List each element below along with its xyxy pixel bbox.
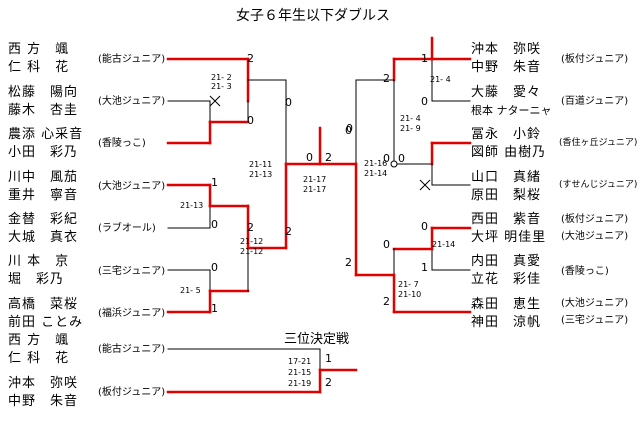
left-team-1-player-1: 西 方 颯 xyxy=(8,42,70,57)
right-team-4-club: (すせんじジュニア) xyxy=(559,180,638,190)
left-team-6-player-1: 川 本 京 xyxy=(8,254,70,269)
third-place-team-2-club: (板付ジュニア) xyxy=(98,387,166,398)
result-r-r1b: 0 xyxy=(383,152,390,165)
score-r5: 21- 7 21-10 xyxy=(398,280,422,299)
right-team-1-player-2: 中野 朱音 xyxy=(471,60,542,75)
left-team-2-club: (大池ジュニア) xyxy=(98,96,166,107)
result-l-r1c-bot: 1 xyxy=(211,302,218,315)
right-team-2-player-1: 大藤 愛々 xyxy=(471,85,542,100)
node-circle-icon-1 xyxy=(390,160,398,168)
right-team-5-club: (板付ジュニア) xyxy=(561,214,629,225)
result-r-r2a-bot: 0 xyxy=(398,152,405,165)
result-r-r2b-top: 0 xyxy=(383,238,390,251)
result-l-r1a-top: 2 xyxy=(247,52,254,65)
result-r-r1a-bot: 0 xyxy=(421,95,428,108)
right-team-3-club: (香住ヶ丘ジュニア) xyxy=(559,138,638,148)
result-third-bot: 2 xyxy=(325,376,332,389)
right-team-6-player-1: 内田 真愛 xyxy=(471,254,542,269)
score-final: 21-17 21-17 xyxy=(303,175,327,194)
left-team-2-player-2: 藤木 杏圭 xyxy=(8,103,79,118)
left-team-5-club: (ラブオール) xyxy=(98,223,156,234)
right-team-1-player-1: 沖本 弥咲 xyxy=(471,42,542,57)
left-team-5-player-2: 大城 真衣 xyxy=(8,230,79,245)
left-team-3-club: (香陵っこ) xyxy=(98,138,146,149)
left-team-4-player-1: 川中 風茄 xyxy=(8,170,79,185)
walkover-cross-icon-2 xyxy=(419,179,431,191)
left-team-1-player-2: 仁 科 花 xyxy=(8,60,70,75)
left-team-6-player-2: 堀 彩乃 xyxy=(8,272,65,287)
right-team-6-club: (香陵っこ) xyxy=(561,266,609,277)
score-l4: 21-12 21-12 xyxy=(240,237,264,256)
left-team-4-player-2: 重井 寧音 xyxy=(8,188,79,203)
right-team-2-club: (百道ジュニア) xyxy=(561,96,629,107)
result-final-left: 2 xyxy=(325,151,332,164)
bracket-lines xyxy=(166,36,472,394)
walkover-cross-icon-1 xyxy=(209,95,221,107)
right-team-5-player-1: 西田 紫音 xyxy=(471,212,542,227)
right-team-2-player-2: 根本 ナターニャ xyxy=(471,104,552,117)
result-r-r1c-top: 0 xyxy=(421,220,428,233)
left-team-5-player-1: 金替 彩紀 xyxy=(8,212,79,227)
left-team-6-club: (三宅ジュニア) xyxy=(98,266,166,277)
result-r-sf-top: 0 xyxy=(345,124,352,137)
score-third: 17-21 21-15 21-19 xyxy=(288,357,312,388)
result-r-r1c-bot: 1 xyxy=(421,261,428,274)
score-r3: 21-16 21-14 xyxy=(364,159,388,178)
right-team-5-club-2: (大池ジュニア) xyxy=(561,231,629,242)
right-team-4-player-1: 山口 真緒 xyxy=(471,170,542,185)
left-team-7-club: (福浜ジュニア) xyxy=(98,308,166,319)
score-l2: 21-13 xyxy=(180,201,204,210)
third-place-team-2-player-1: 沖本 弥咲 xyxy=(8,376,79,391)
score-r1: 21- 4 xyxy=(430,75,451,84)
result-r-sf-bot: 2 xyxy=(345,256,352,269)
third-place-team-1-player-2: 仁 科 花 xyxy=(8,351,70,366)
right-team-1-club: (板付ジュニア) xyxy=(561,54,629,65)
result-l-r1c-top: 0 xyxy=(211,261,218,274)
left-team-2-player-1: 松藤 陽向 xyxy=(8,85,79,100)
right-team-3-player-2: 図師 由樹乃 xyxy=(471,145,547,160)
result-l-r1a-bot: 0 xyxy=(247,114,254,127)
left-team-7-player-1: 高橋 菜桜 xyxy=(8,297,79,312)
score-r4: 21-14 xyxy=(432,240,456,249)
left-team-3-player-2: 小田 彩乃 xyxy=(8,145,79,160)
score-l1: 21- 2 21- 3 xyxy=(211,73,232,91)
result-r-r2a-top: 2 xyxy=(383,72,390,85)
score-l5: 21-11 21-13 xyxy=(249,160,273,179)
result-third-top: 1 xyxy=(325,352,332,365)
left-team-4-club: (大池ジュニア) xyxy=(98,181,166,192)
result-l-r2b-top: 2 xyxy=(247,221,254,234)
result-final-right: 0 xyxy=(346,122,353,135)
score-l3: 21- 5 xyxy=(180,286,201,295)
page-title: 女子６年生以下ダブルス xyxy=(236,8,390,24)
left-team-3-player-1: 農添 心采音 xyxy=(8,127,84,142)
third-place-team-2-player-2: 中野 朱音 xyxy=(8,394,79,409)
result-l-r2a-bot: 2 xyxy=(285,225,292,238)
result-r-r2b-bot: 2 xyxy=(383,295,390,308)
left-team-7-player-2: 前田 ことみ xyxy=(8,315,84,330)
right-team-5-player-2: 大坪 明佳里 xyxy=(471,230,547,245)
right-team-7-player-1: 森田 恵生 xyxy=(471,297,542,312)
result-l-r1b-top: 1 xyxy=(211,176,218,189)
right-team-7-player-2: 神田 涼帆 xyxy=(471,315,542,330)
result-r-r1a-top: 1 xyxy=(421,52,428,65)
result-l-r2a-top: 0 xyxy=(285,96,292,109)
third-place-team-1-player-1: 西 方 颯 xyxy=(8,333,70,348)
result-l-r1b-bot: 0 xyxy=(211,218,218,231)
right-team-3-player-1: 冨永 小鈴 xyxy=(471,127,542,142)
right-team-4-player-2: 原田 梨桜 xyxy=(471,188,542,203)
result-l-sf: 0 xyxy=(306,151,313,164)
score-r2: 21- 4 21- 9 xyxy=(400,114,421,133)
right-team-7-club: (大池ジュニア) xyxy=(561,298,629,309)
third-place-title: 三位決定戦 xyxy=(284,332,350,347)
right-team-7-club-2: (三宅ジュニア) xyxy=(561,315,629,326)
left-team-1-club: (能古ジュニア) xyxy=(98,54,166,65)
third-place-team-1-club: (能古ジュニア) xyxy=(98,344,166,355)
right-team-6-player-2: 立花 彩佳 xyxy=(471,272,542,287)
